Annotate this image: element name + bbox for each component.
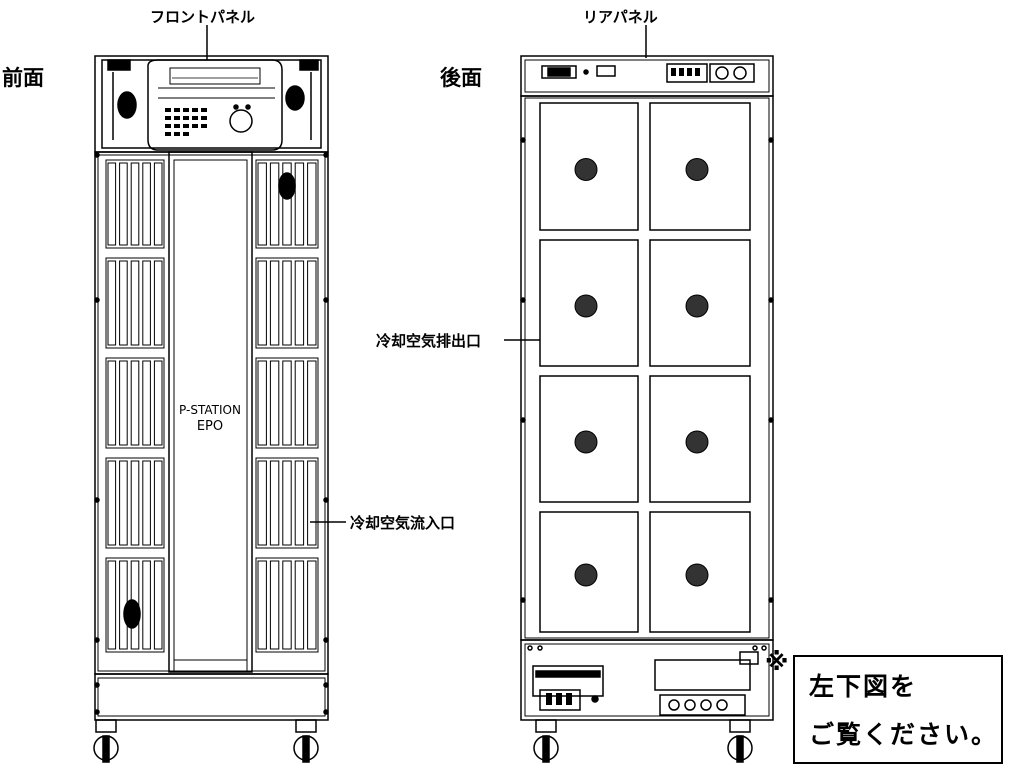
vent-slot [119, 260, 128, 346]
note-box: 左下図を ご覧ください。 [793, 655, 1003, 764]
vent-slot [130, 360, 140, 446]
fan-filter-panel [539, 239, 639, 367]
vent-block [255, 557, 319, 653]
vent-block [105, 557, 165, 653]
fan-grille [685, 430, 709, 454]
vent-slot [119, 560, 128, 650]
fan-grille [574, 563, 598, 587]
vent-block [105, 357, 165, 449]
vent-slot [294, 560, 305, 650]
vent-slot [307, 360, 317, 446]
vent-slot [119, 460, 128, 546]
vent-slot [107, 260, 117, 346]
vent-slot [142, 560, 151, 650]
vent-slot [307, 260, 317, 346]
vent-slot [119, 360, 128, 446]
rear-unit [504, 25, 774, 763]
vent-slot [153, 460, 163, 546]
vent-slot [153, 162, 163, 246]
vent-slot [130, 560, 140, 650]
front-vent-grille [105, 159, 319, 653]
vent-block [255, 357, 319, 449]
rear-side-label: 後面 [440, 66, 482, 90]
fan-filter-panel [649, 375, 751, 503]
fan-grille [574, 430, 598, 454]
intake-label: 冷却空気流入口 [350, 514, 456, 532]
vent-slot [307, 460, 317, 546]
vent-slot [119, 162, 128, 246]
rear-panel-label: リアパネル [583, 8, 658, 26]
vent-slot [130, 162, 140, 246]
vent-slot [107, 162, 117, 246]
vent-slot [257, 460, 267, 546]
vent-slot [269, 560, 280, 650]
vent-block [255, 257, 319, 349]
vent-block [105, 457, 165, 549]
fan-grille [685, 158, 709, 181]
front-logo-line2: EPO [197, 419, 223, 434]
fan-filter-panel [539, 375, 639, 503]
asterisk-mark: ※ [765, 648, 789, 676]
vent-slot [130, 460, 140, 546]
vent-slot [142, 360, 151, 446]
vent-block [255, 159, 319, 249]
vent-slot [107, 560, 117, 650]
vent-slot [153, 360, 163, 446]
vent-slot [282, 460, 292, 546]
fan-grille [574, 294, 598, 318]
vent-slot [269, 460, 280, 546]
fan-grille [685, 563, 709, 587]
vent-slot [142, 162, 151, 246]
fan-grille [574, 158, 598, 181]
front-side-label: 前面 [2, 66, 44, 90]
vent-slot [307, 162, 317, 246]
note-line-2: ご覧ください。 [809, 720, 999, 749]
fan-filter-panel [649, 511, 751, 633]
vent-slot [107, 460, 117, 546]
vent-slot [269, 260, 280, 346]
vent-slot [142, 460, 151, 546]
fan-grille [685, 294, 709, 318]
vent-slot [294, 162, 305, 246]
front-panel-label: フロントパネル [150, 8, 256, 26]
fan-filter-panel [649, 239, 751, 367]
vent-slot [269, 360, 280, 446]
vent-slot [282, 162, 292, 246]
vent-slot [107, 360, 117, 446]
vent-block [255, 457, 319, 549]
front-logo-line1: P-STATION [179, 403, 241, 417]
vent-slot [282, 560, 292, 650]
vent-block [105, 257, 165, 349]
vent-slot [153, 560, 163, 650]
vent-slot [142, 260, 151, 346]
rear-fan-filters [539, 102, 751, 633]
vent-slot [257, 360, 267, 446]
note-line-1: 左下図を [809, 672, 918, 701]
fan-filter-panel [539, 511, 639, 633]
vent-slot [294, 260, 305, 346]
vent-slot [257, 162, 267, 246]
vent-slot [307, 560, 317, 650]
exhaust-label: 冷却空気排出口 [376, 332, 482, 350]
vent-slot [257, 260, 267, 346]
vent-slot [282, 260, 292, 346]
vent-slot [153, 260, 163, 346]
vent-block [105, 159, 165, 249]
front-unit [93, 25, 346, 763]
vent-slot [130, 260, 140, 346]
vent-slot [294, 360, 305, 446]
vent-slot [294, 460, 305, 546]
vent-slot [269, 162, 280, 246]
fan-filter-panel [539, 102, 639, 231]
vent-slot [257, 560, 267, 650]
vent-slot [282, 360, 292, 446]
fan-filter-panel [649, 102, 751, 231]
